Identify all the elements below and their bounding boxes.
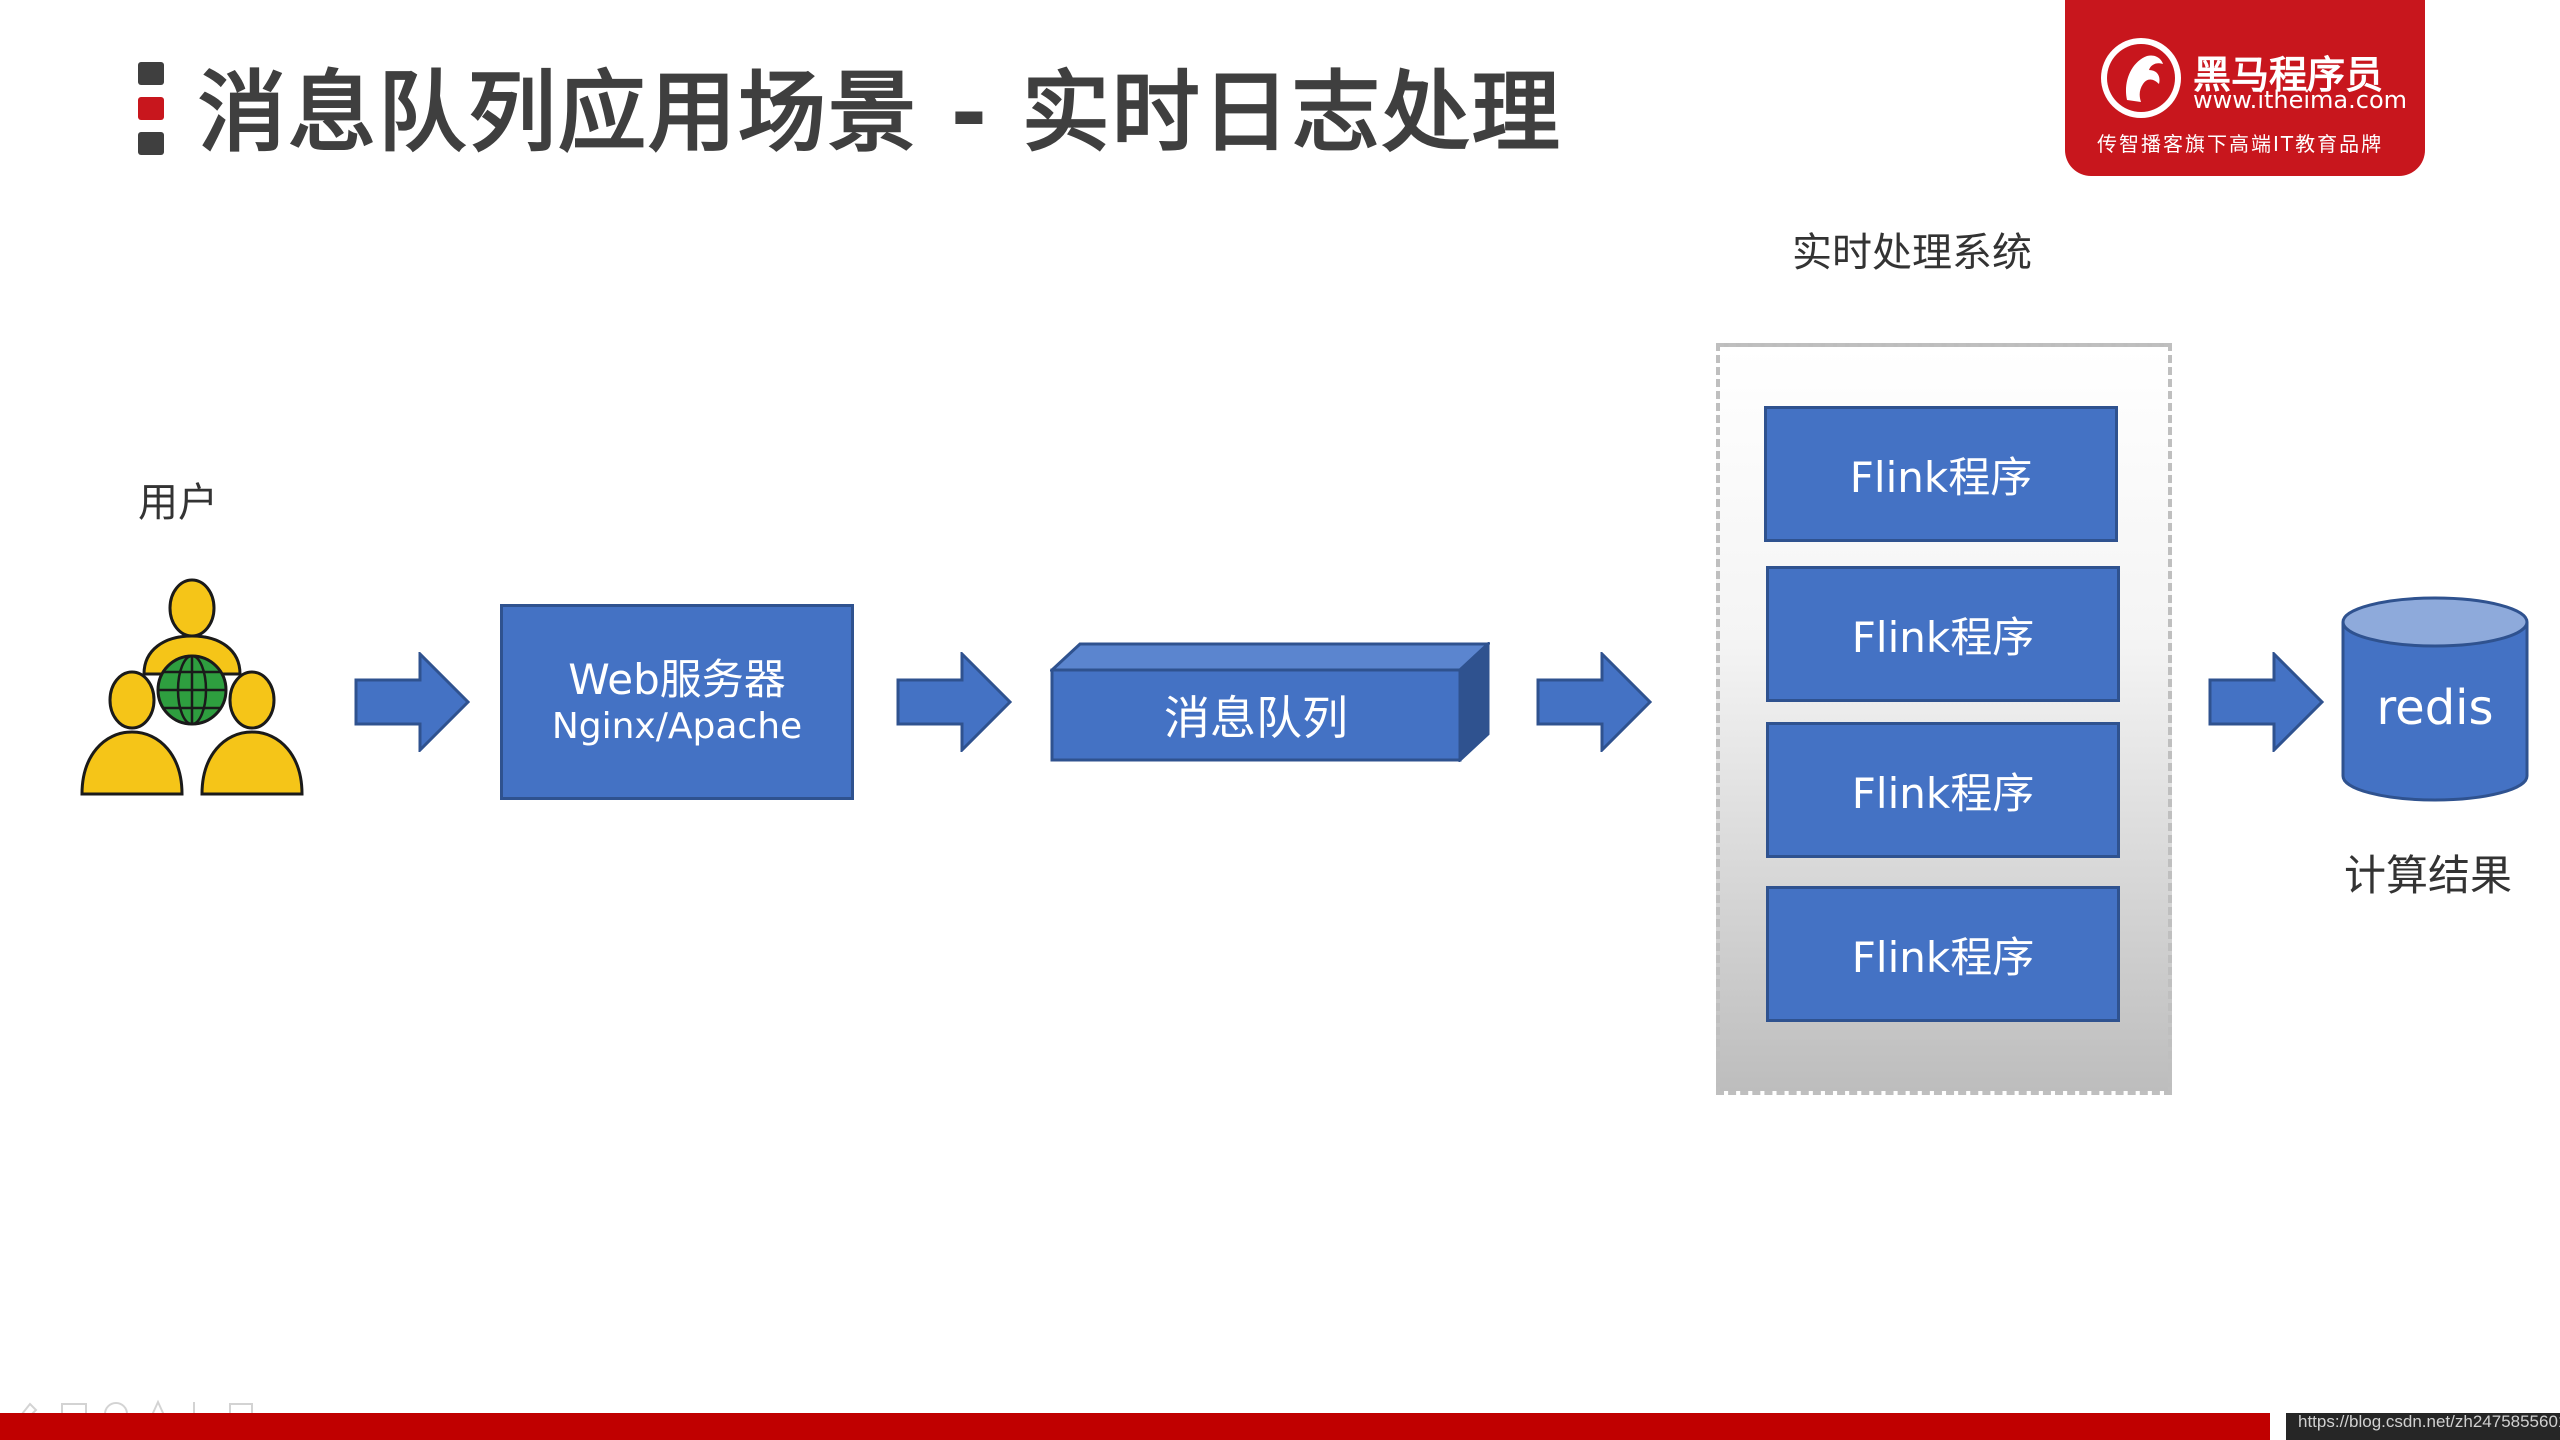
- web-server-subtitle: Nginx/Apache: [551, 706, 803, 747]
- bottom-dark-bar: [2286, 1413, 2560, 1440]
- realtime-system-label: 实时处理系统: [1792, 230, 2032, 276]
- flink-program-1: Flink程序: [1764, 406, 2118, 542]
- message-queue-label: 消息队列: [1164, 691, 1348, 745]
- user-label: 用户: [138, 480, 218, 526]
- logo-url: www.itheima.com: [2193, 86, 2408, 114]
- right-arrow-icon: [2208, 652, 2324, 752]
- horse-logo-icon: [2101, 38, 2181, 118]
- right-arrow-icon: [1536, 652, 1652, 752]
- logo-name: 黑马程序员: [2193, 53, 2384, 97]
- bullet-gray-1: [138, 62, 164, 85]
- result-label: 计算结果: [2344, 851, 2513, 900]
- web-server-box: Web服务器 Nginx/Apache: [500, 604, 854, 800]
- flink-program-2: Flink程序: [1766, 566, 2120, 702]
- redis-label: redis: [2376, 680, 2494, 736]
- source-watermark: https://blog.csdn.net/zh2475855601: [2298, 1412, 2560, 1431]
- bullet-red: [138, 97, 164, 120]
- bottom-red-bar: [0, 1413, 2270, 1440]
- bullet-gray-2: [138, 132, 164, 155]
- page-title: 消息队列应用场景 - 实时日志处理: [198, 61, 1562, 164]
- web-server-title: Web服务器: [568, 655, 786, 704]
- title-bullets: [138, 62, 164, 167]
- right-arrow-icon: [354, 652, 470, 752]
- flink-program-4: Flink程序: [1766, 886, 2120, 1022]
- right-arrow-icon: [896, 652, 1012, 752]
- redis-database-icon: [2341, 596, 2529, 802]
- users-globe-icon: [80, 578, 304, 796]
- flink-program-3: Flink程序: [1766, 722, 2120, 858]
- logo-slogan: 传智播客旗下高端IT教育品牌: [2097, 132, 2384, 156]
- itheima-logo: 黑马程序员 www.itheima.com 传智播客旗下高端IT教育品牌: [2065, 0, 2425, 176]
- message-queue-box: [1050, 642, 1490, 762]
